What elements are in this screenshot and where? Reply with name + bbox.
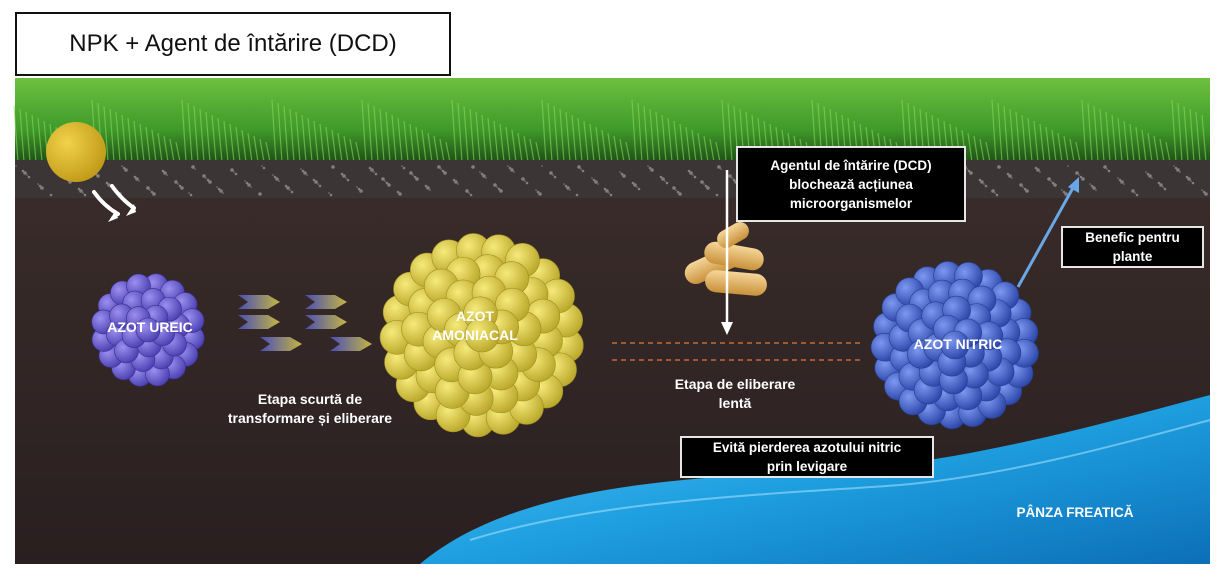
label-groundwater: PÂNZA FREATICĂ (1016, 505, 1134, 520)
callout-dcd: Agentul de întărire (DCD) blochează acți… (736, 146, 966, 222)
groundwater (420, 395, 1210, 564)
label-azot-amoniacal: AZOT AMONIACAL (432, 308, 518, 343)
nitric-cluster (870, 261, 1039, 430)
fertilizer-pellet (46, 122, 106, 182)
label-short-stage: Etapa scurtă de transformare și eliberar… (227, 391, 393, 426)
callout-leaching: Evită pierderea azotului nitric prin lev… (680, 436, 934, 478)
amoniacal-cluster (379, 233, 584, 438)
transformation-arrows (238, 295, 372, 351)
label-slow-stage: Etapa de eliberare lentă (674, 376, 796, 411)
groundwater-highlight (469, 419, 1211, 541)
pellet-arrow-head-2 (126, 204, 136, 216)
pellet-arrow-head-1 (108, 210, 118, 222)
plant-benefit-arrow-head (1068, 177, 1079, 193)
ureic-cluster (91, 273, 205, 387)
label-azot-nitric: AZOT NITRIC (913, 336, 1003, 352)
dcd-arrow-head (721, 322, 733, 335)
diagram-title: NPK + Agent de întărire (DCD) (15, 12, 451, 76)
topsoil-strip (15, 160, 1210, 198)
plant-benefit-arrow (1016, 185, 1076, 288)
callout-benefic: Benefic pentru plante (1061, 226, 1204, 268)
label-azot-ureic: AZOT UREIC (107, 319, 193, 335)
